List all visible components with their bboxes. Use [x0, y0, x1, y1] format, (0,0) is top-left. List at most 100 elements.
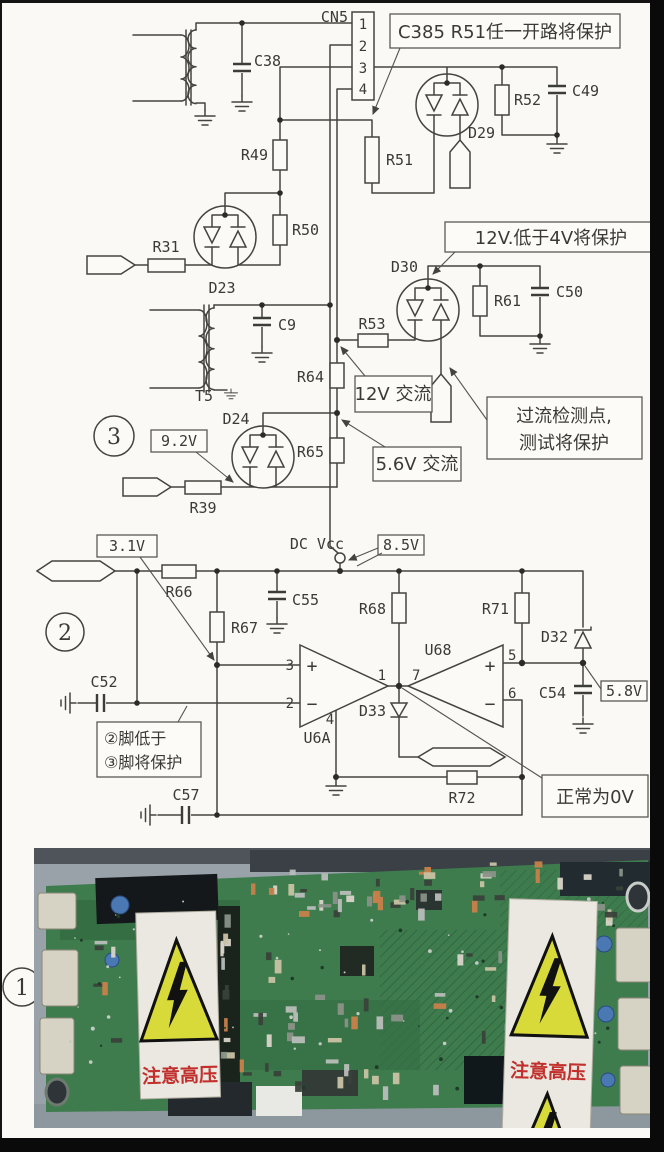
- svg-text:③脚将保护: ③脚将保护: [104, 753, 182, 772]
- resistor-r72: [446, 770, 478, 785]
- dual-diode-d23: [193, 205, 257, 269]
- signal-hexagon-input: [35, 560, 117, 582]
- svg-text:3.1V: 3.1V: [109, 537, 145, 555]
- svg-text:9.2V: 9.2V: [161, 432, 197, 450]
- u68-pin7-number: 7: [412, 668, 420, 684]
- opamp-u6a: 3 + 2 − 4 1 U6A: [286, 643, 390, 747]
- ground-symbol: [60, 692, 77, 714]
- signal-flag-r39: [122, 477, 173, 497]
- warning-text-right: 注意高压: [510, 1059, 587, 1084]
- ground-symbol: [266, 617, 288, 634]
- note-8v5: 8.5V: [347, 534, 425, 567]
- label-r67: R67: [231, 619, 258, 637]
- label-d32: D32: [541, 628, 568, 646]
- label-r51: R51: [386, 151, 413, 169]
- connector-cn5: CN5 1 2 3 4: [321, 8, 375, 101]
- label-c49: C49: [572, 82, 599, 100]
- label-r72: R72: [448, 789, 475, 807]
- note-5v8: 5.8V: [600, 680, 648, 702]
- label-r66: R66: [165, 583, 192, 601]
- dc-vcc-terminal: DC Vcc: [290, 535, 346, 564]
- mount-hole: [44, 1077, 70, 1107]
- svg-text:②脚低于: ②脚低于: [104, 729, 166, 748]
- svg-text:正常为0V: 正常为0V: [556, 787, 634, 808]
- u6a-pin2-number: 2: [286, 696, 294, 712]
- resistor-r66: [161, 564, 197, 579]
- resistor-r51: [364, 136, 380, 184]
- label-d23: D23: [208, 279, 235, 297]
- capacitor-c57: [180, 804, 191, 826]
- note-3v1: 3.1V: [96, 534, 215, 661]
- svg-text:2: 2: [58, 621, 72, 646]
- u68-plus: +: [485, 656, 496, 677]
- label-c38: C38: [254, 52, 281, 70]
- u6a-minus: −: [307, 694, 318, 715]
- label-r71: R71: [482, 600, 509, 618]
- resistor-r50: [272, 214, 288, 246]
- pcb-photo: 注意高压 注意高压: [34, 848, 660, 1128]
- label-r61: R61: [494, 292, 521, 310]
- resistor-r64: [329, 362, 345, 389]
- label-r49: R49: [241, 146, 268, 164]
- svg-text:5.8V: 5.8V: [606, 682, 642, 700]
- u68-pin6-number: 6: [508, 686, 516, 702]
- test-pin-d29: [449, 138, 471, 189]
- label-r65: R65: [297, 443, 324, 461]
- resistor-r67: [209, 611, 225, 643]
- dual-diode-d30: [396, 278, 460, 342]
- label-c9: C9: [278, 316, 296, 334]
- label-c55: C55: [292, 591, 319, 609]
- ground-symbol: [251, 346, 273, 363]
- cn5-pin-2: 2: [359, 39, 367, 55]
- label-r50: R50: [292, 221, 319, 239]
- svg-text:3: 3: [107, 425, 121, 450]
- section-marker-1: 1: [2, 967, 42, 1007]
- cn5-label: CN5: [321, 8, 348, 26]
- resistor-r53: [357, 333, 389, 348]
- junction-dots-top: [239, 20, 560, 416]
- u68-minus: −: [485, 694, 496, 715]
- diode-d33: [389, 702, 409, 719]
- svg-text:1: 1: [15, 976, 29, 1001]
- u68-pin5-number: 5: [508, 648, 516, 664]
- mount-hole: [625, 881, 651, 913]
- opamp-u68: 7 5 + 6 − U68: [406, 641, 516, 729]
- wires-mid: [77, 570, 602, 816]
- ground-symbol: [325, 779, 347, 796]
- label-r31: R31: [152, 238, 179, 256]
- capacitor-c49: [546, 84, 568, 95]
- label-u6a: U6A: [303, 729, 330, 747]
- u6a-pin4-number: 4: [326, 712, 334, 728]
- ground-symbol: [140, 804, 157, 826]
- label-u68: U68: [424, 641, 451, 659]
- resistor-r68: [391, 592, 407, 624]
- svg-text:C385 R51任一开路将保护: C385 R51任一开路将保护: [398, 22, 612, 43]
- resistor-r49: [272, 139, 288, 171]
- warning-label-left: 注意高压: [135, 910, 222, 1100]
- resistor-r39: [184, 480, 222, 495]
- test-pin-overcurrent: [430, 372, 452, 423]
- capacitor-c38: [231, 62, 253, 73]
- svg-text:5.6V 交流: 5.6V 交流: [376, 454, 459, 475]
- pcb-connectors: [37, 892, 657, 1115]
- label-d29: D29: [468, 124, 495, 142]
- label-r52: R52: [514, 91, 541, 109]
- label-d30: D30: [391, 258, 418, 276]
- schematic-mid-section: 3 + 2 − 4 1 U6A 7 5 + 6 − U68 DC Vcc: [35, 534, 649, 826]
- label-d24: D24: [222, 410, 249, 428]
- schematic-top-section: CN5 1 2 3 4 R49 R50 R31 D23 R51 D29 R52 …: [86, 8, 658, 572]
- capacitor-c55: [266, 590, 288, 601]
- note-5v6-ac: 5.6V 交流: [341, 419, 462, 482]
- dual-diode-d24: [231, 425, 295, 489]
- note-12v-low: 12V.低于4V将保护: [432, 221, 658, 275]
- junction-dots-mid: [134, 568, 587, 818]
- note-pin-protect: ②脚低于 ③脚将保护: [96, 721, 202, 778]
- cn5-pin-4: 4: [359, 82, 367, 98]
- note-normal-0v: 正常为0V: [541, 774, 649, 818]
- capacitor-c54: [572, 684, 594, 695]
- capacitor-c50: [529, 286, 551, 297]
- signal-flag-r31: [86, 255, 137, 275]
- label-dc-vcc: DC Vcc: [290, 535, 344, 553]
